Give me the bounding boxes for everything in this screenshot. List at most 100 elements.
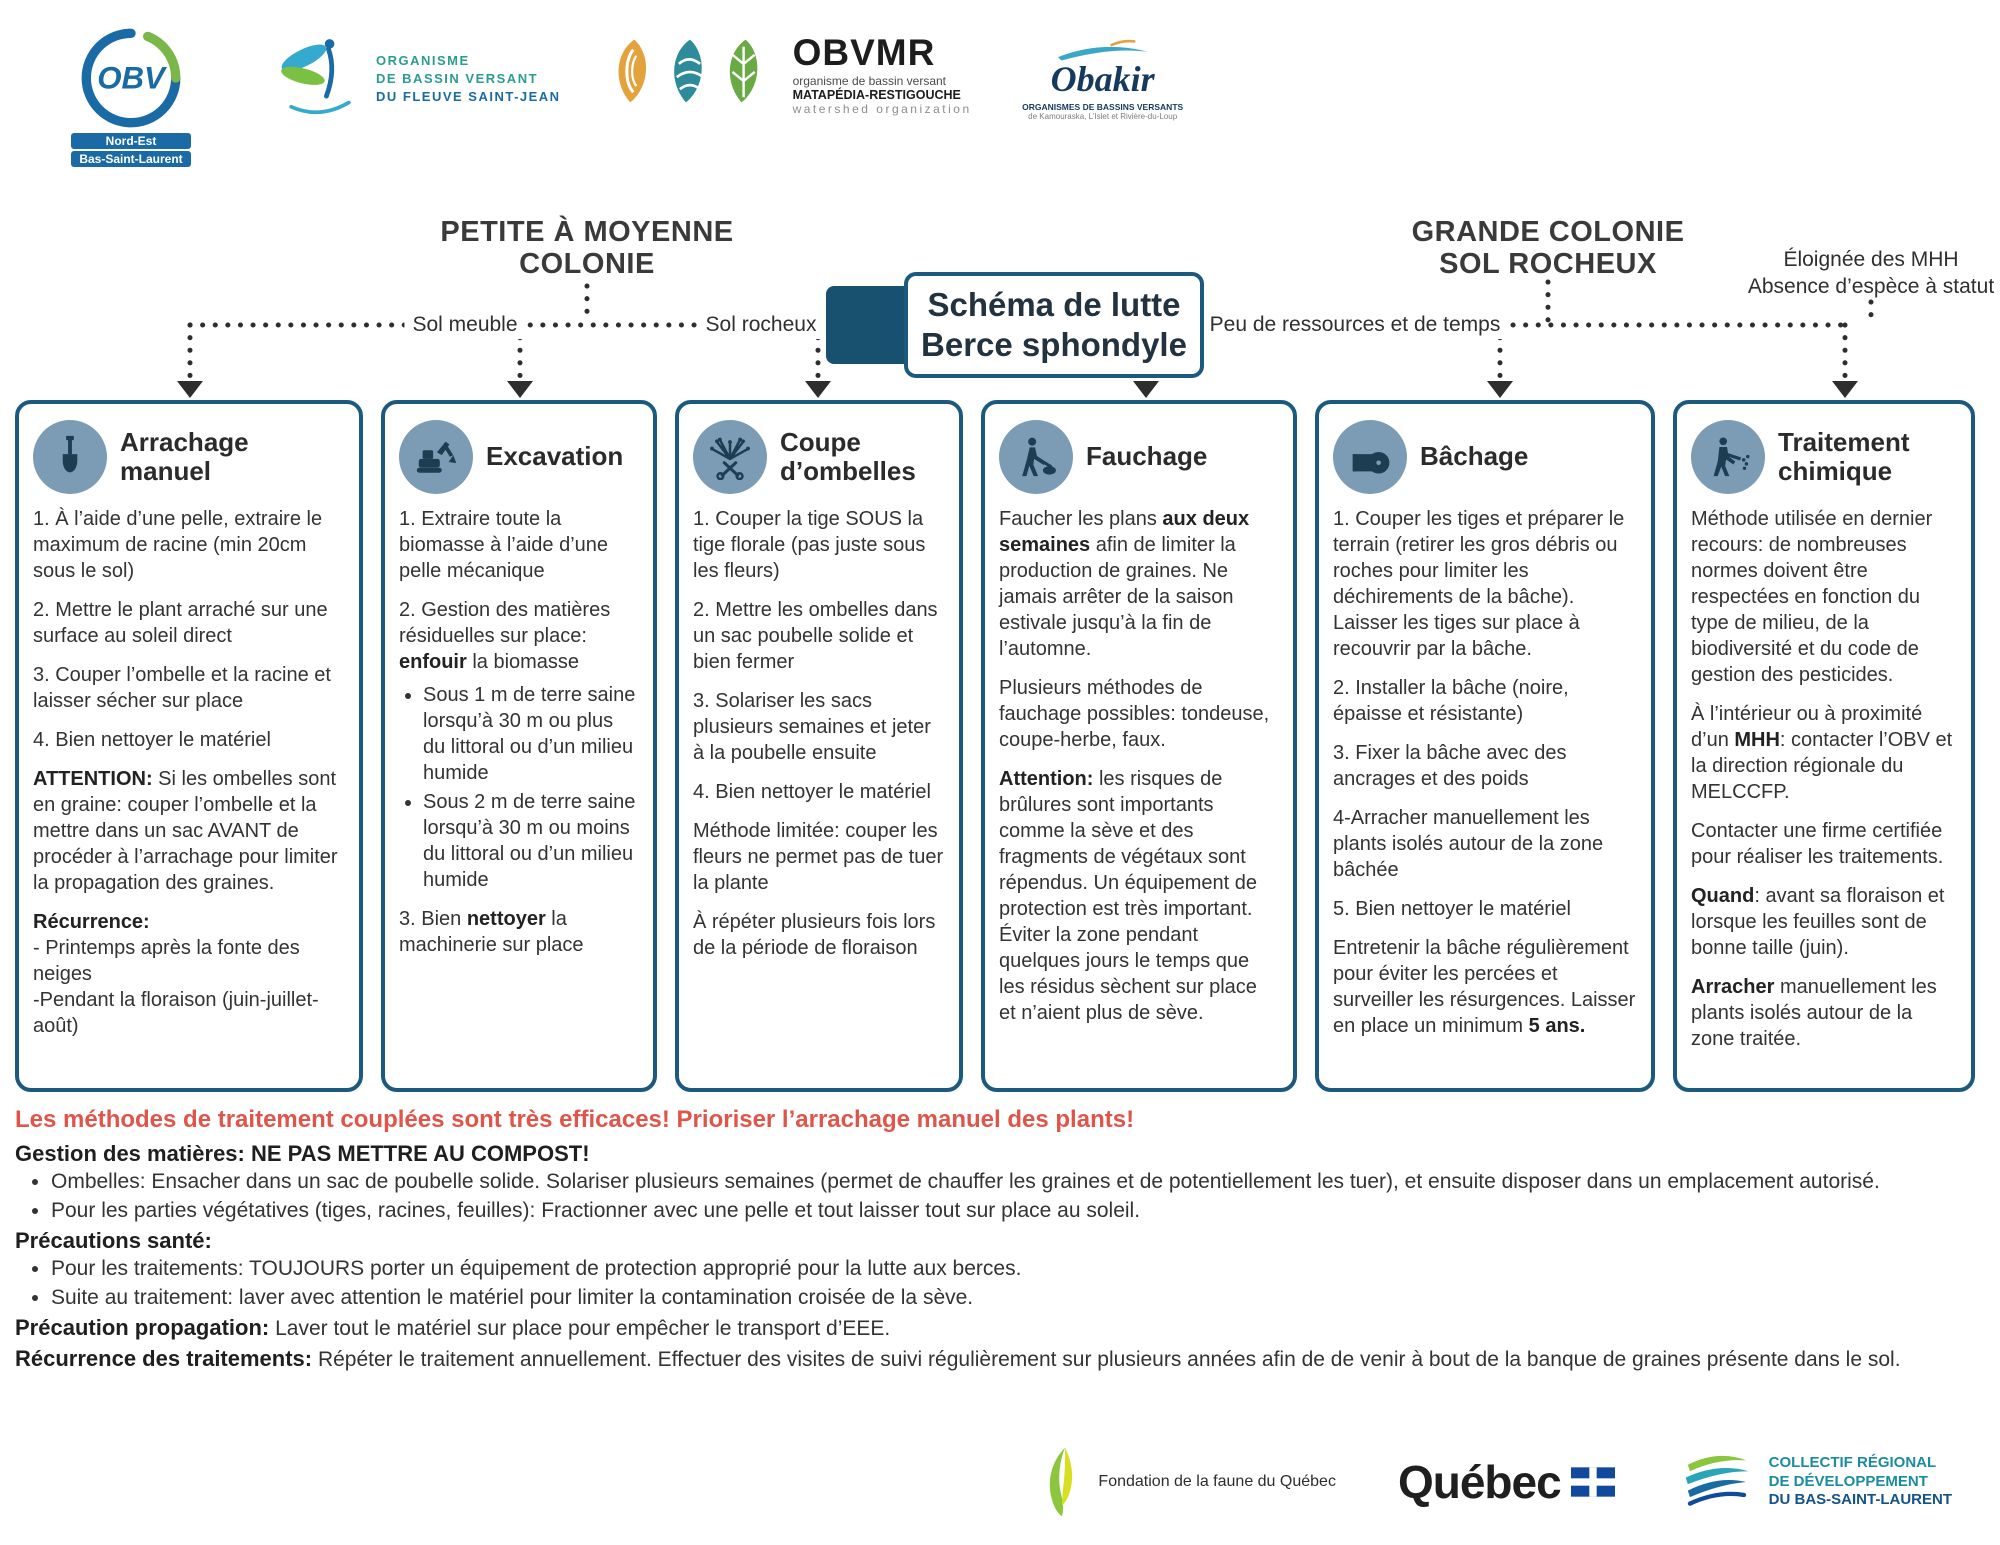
- card-text-block: 3. Fixer la bâche avec des ancrages et d…: [1333, 742, 1567, 790]
- saint-jean-line1: ORGANISME: [376, 52, 470, 68]
- logo-obakir: Obakir ORGANISMES DE BASSINS VERSANTS de…: [1018, 38, 1188, 121]
- card-body: 1. À l’aide d’une pelle, extraire le max…: [33, 506, 345, 1039]
- bird-leaf-icon: [1050, 1447, 1073, 1517]
- saint-jean-line3: DU FLEUVE SAINT-JEAN: [376, 88, 561, 104]
- crd-wordmark: COLLECTIF RÉGIONAL DE DÉVELOPPEMENT DU B…: [1769, 1454, 1952, 1510]
- propagation-note: Précaution propagation: Laver tout le ma…: [15, 1315, 1985, 1341]
- card-text-block: Quand: avant sa floraison et lorsque les…: [1691, 885, 1945, 959]
- card-excavation: Excavation 1. Extraire toute la biomasse…: [381, 400, 657, 1092]
- obvmr-line2: MATAPÉDIA-RESTIGOUCHE: [792, 88, 961, 103]
- branch-small-line1: PETITE À MOYENNE: [440, 216, 734, 248]
- obakir-line1: ORGANISMES DE BASSINS VERSANTS: [1022, 102, 1184, 112]
- health-heading: Précautions santé:: [15, 1228, 212, 1253]
- card-icon-circle: [999, 420, 1073, 494]
- recurrence-text: Répéter le traitement annuellement. Effe…: [312, 1348, 1901, 1371]
- fondation-wordmark: Fondation de la faune du Québec: [1098, 1473, 1336, 1490]
- card-traitement-chimique: Traitement chimique Méthode utilisée en …: [1673, 400, 1975, 1092]
- label-peu-ressources: Peu de ressources et de temps: [1201, 311, 1509, 339]
- card-text-block: 2. Mettre le plant arraché sur une surfa…: [33, 599, 328, 647]
- card-text-block: 4. Bien nettoyer le matériel: [693, 781, 931, 803]
- scheme-title-bubble: Schéma de lutte Berce sphondyle: [826, 272, 1204, 378]
- card-title: Excavation: [486, 441, 624, 472]
- card-text-block: 2. Gestion des matières résiduelles sur …: [399, 599, 611, 673]
- card-icon-circle: [33, 420, 107, 494]
- obakir-line2: de Kamouraska, L’Islet et Rivière-du-Lou…: [1028, 112, 1178, 121]
- card-fauchage: Fauchage Faucher les plans aux deux sema…: [981, 400, 1297, 1092]
- branch-large-line1: GRANDE COLONIE: [1411, 216, 1685, 248]
- scheme-title-line2: Berce sphondyle: [921, 326, 1187, 363]
- card-text-block: 2. Mettre les ombelles dans un sac poube…: [693, 599, 938, 673]
- card-arrachage-manuel: Arrachage manuel 1. À l’aide d’une pelle…: [15, 400, 363, 1092]
- card-text-block: 3. Solariser les sacs plusieurs semaines…: [693, 690, 931, 764]
- card-text-block: 4-Arracher manuellement les plants isolé…: [1333, 807, 1604, 881]
- card-bullet-list: Sous 1 m de terre saine lorsqu’à 30 m ou…: [423, 682, 639, 893]
- obvmr-line1: organisme de bassin versant: [792, 73, 946, 88]
- card-icon-circle: [1333, 420, 1407, 494]
- obv-region-line2: Bas-Saint-Laurent: [71, 151, 191, 167]
- priority-note: Les méthodes de traitement couplées sont…: [15, 1106, 1135, 1133]
- quebec-flag-icon: [1570, 1467, 1615, 1497]
- card-text-block: Méthode limitée: couper les fleurs ne pe…: [693, 820, 944, 894]
- crd-line2: DE DÉVELOPPEMENT: [1768, 1472, 1928, 1490]
- card-text-block: Faucher les plans aux deux semaines afin…: [999, 508, 1250, 660]
- crd-swoosh-icon: [1685, 1455, 1749, 1506]
- card-bullet-item: Sous 1 m de terre saine lorsqu’à 30 m ou…: [423, 682, 639, 786]
- far-right-line1: Éloignée des MHH: [1783, 248, 1959, 271]
- sprayer-icon: [1705, 434, 1751, 480]
- health-list: Pour les traitements: TOUJOURS porter un…: [51, 1257, 1985, 1310]
- obv-region-strips: Nord-Est Bas-Saint-Laurent: [71, 133, 191, 167]
- branch-large-line2: SOL ROCHEUX: [1439, 248, 1657, 281]
- tarp-icon: [1347, 434, 1393, 480]
- excavator-icon: [413, 434, 459, 480]
- card-text-block: Attention: les risques de brûlures sont …: [999, 768, 1257, 1024]
- card-text-block: 1. Couper les tiges et préparer le terra…: [1333, 508, 1625, 660]
- method-cards: Arrachage manuel 1. À l’aide d’une pelle…: [0, 400, 2000, 1092]
- waste-item: Pour les parties végétatives (tiges, rac…: [51, 1199, 1985, 1223]
- recurrence-label: Récurrence des traitements:: [15, 1346, 313, 1371]
- card-body: Faucher les plans aux deux semaines afin…: [999, 506, 1279, 1026]
- card-header: Excavation: [399, 420, 639, 494]
- obv-ring-icon: OBV: [81, 28, 181, 128]
- card-body: Méthode utilisée en dernier recours: de …: [1691, 506, 1957, 1052]
- card-text-block: Récurrence: - Printemps après la fonte d…: [33, 911, 319, 1037]
- card-icon-circle: [399, 420, 473, 494]
- crd-line1: COLLECTIF RÉGIONAL: [1768, 1453, 1937, 1471]
- card-body: 1. Couper les tiges et préparer le terra…: [1333, 506, 1637, 1039]
- health-item: Suite au traitement: laver avec attentio…: [51, 1286, 1985, 1310]
- card-text-block: À répéter plusieurs fois lors de la péri…: [693, 911, 936, 959]
- decision-tree: PETITE À MOYENNE COLONIE GRANDE COLONIE …: [0, 160, 2000, 400]
- card-text-block: ATTENTION: Si les ombelles sont en grain…: [33, 768, 338, 894]
- recurrence-note: Récurrence des traitements: Répéter le t…: [15, 1346, 1985, 1372]
- card-text-block: 3. Bien nettoyer la machinerie sur place: [399, 908, 584, 956]
- propagation-label: Précaution propagation:: [15, 1315, 270, 1340]
- card-header: Traitement chimique: [1691, 420, 1957, 494]
- card-text-block: 4. Bien nettoyer le matériel: [33, 729, 271, 751]
- obv-region-line1: Nord-Est: [71, 133, 191, 149]
- card-text-block: 1. Couper la tige SOUS la tige florale (…: [693, 508, 926, 582]
- card-text-block: Entretenir la bâche régulièrement pour é…: [1333, 937, 1636, 1037]
- card-text-block: Méthode utilisée en dernier recours: de …: [1691, 508, 1933, 686]
- branch-label-small-colony: PETITE À MOYENNE COLONIE: [440, 216, 733, 281]
- umbel-scissors-icon: [707, 434, 753, 480]
- card-text-block: 1. Extraire toute la biomasse à l’aide d…: [399, 508, 609, 582]
- obvmr-line3: watershed organization: [792, 101, 972, 116]
- card-text-block: À l’intérieur ou à proximité d’un MHH: c…: [1691, 703, 1953, 803]
- scheme-title-line1: Schéma de lutte: [927, 286, 1181, 324]
- shovel-icon: [47, 434, 93, 480]
- card-text-block: Plusieurs méthodes de fauchage possibles…: [999, 677, 1270, 751]
- waste-list: Ombelles: Ensacher dans un sac de poubel…: [51, 1170, 1985, 1223]
- card-text-block: 1. À l’aide d’une pelle, extraire le max…: [33, 508, 323, 582]
- card-text-block: 5. Bien nettoyer le matériel: [1333, 898, 1571, 920]
- logo-crd: COLLECTIF RÉGIONAL DE DÉVELOPPEMENT DU B…: [1677, 1447, 1952, 1517]
- branch-label-far-right: Éloignée des MHH Absence d’espèce à stat…: [1748, 246, 1994, 301]
- card-text-block: Arracher manuellement les plants isolés …: [1691, 976, 1937, 1050]
- card-text-block: 3. Couper l’ombelle et la racine et lais…: [33, 664, 331, 712]
- card-header: Fauchage: [999, 420, 1279, 494]
- card-title: Bâchage: [1420, 441, 1529, 472]
- obvmr-acronym: OBVMR: [792, 32, 936, 73]
- card-title: Traitement chimique: [1778, 426, 1910, 486]
- label-sol-rocheux: Sol rocheux: [697, 311, 825, 339]
- card-title: Arrachage manuel: [120, 426, 249, 486]
- card-header: Bâchage: [1333, 420, 1637, 494]
- card-icon-circle: [693, 420, 767, 494]
